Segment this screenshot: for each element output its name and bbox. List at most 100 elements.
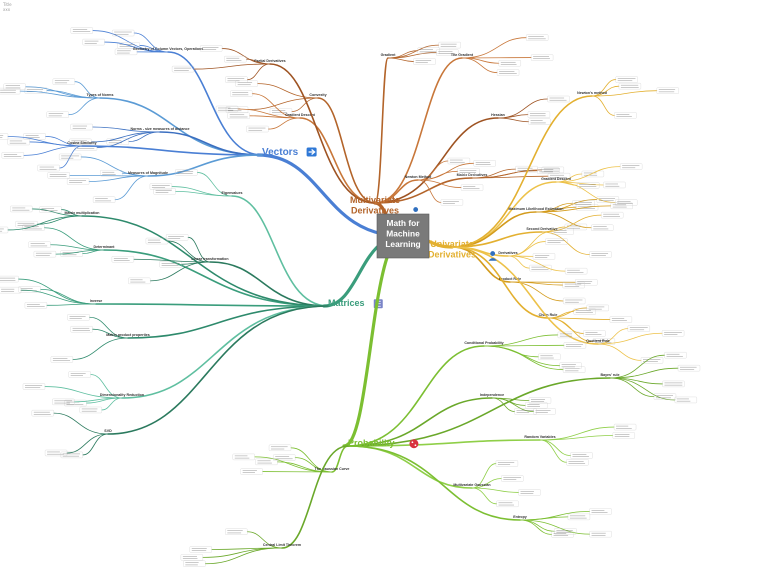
leaf-node bbox=[447, 157, 471, 165]
leaf-branch bbox=[597, 343, 642, 361]
sub-topic-label: Geometry of Column Vectors, Operations bbox=[133, 47, 204, 51]
corner-label-line: Title bbox=[3, 2, 12, 7]
sub-branch-multivariate bbox=[374, 57, 463, 204]
leaf-node bbox=[530, 54, 554, 61]
leaf-branch bbox=[609, 354, 665, 379]
leaf-branch bbox=[539, 439, 567, 463]
sub-branch-vectors bbox=[147, 154, 263, 177]
branch-probability: Conditional ProbabilityIndependenceRando… bbox=[180, 234, 701, 567]
leaf-branch bbox=[535, 205, 612, 213]
leaf-branch bbox=[535, 202, 573, 213]
sub-topic-label: Measures of Magnitude bbox=[128, 171, 168, 175]
leaf-branch bbox=[471, 168, 516, 179]
sub-topic-label: Maximum Likelihood Estimation bbox=[509, 207, 564, 211]
leaf-node bbox=[153, 188, 176, 195]
leaf-branch bbox=[417, 162, 475, 181]
leaf-node bbox=[3, 83, 26, 90]
leaf-node bbox=[128, 277, 151, 285]
leaf-node bbox=[60, 250, 83, 257]
sub-topic-label: Chain Rule bbox=[539, 313, 558, 317]
sub-topic-label: Determinant bbox=[94, 245, 116, 249]
leaf-node bbox=[596, 196, 619, 203]
leaf-node bbox=[235, 80, 258, 87]
leaf-node bbox=[145, 237, 169, 245]
leaf-node bbox=[677, 365, 701, 372]
person-icon bbox=[488, 251, 497, 261]
leaf-node bbox=[613, 423, 637, 431]
leaf-branch bbox=[547, 317, 584, 334]
leaf-branch bbox=[104, 41, 169, 53]
leaf-node bbox=[68, 371, 91, 378]
person-icon-head bbox=[490, 251, 496, 256]
leaf-branch bbox=[25, 86, 101, 99]
leaf-node bbox=[528, 118, 551, 125]
sub-topic-label: Norms - size measures of distance bbox=[130, 127, 189, 131]
leaf-node bbox=[117, 42, 140, 49]
dice-icon bbox=[409, 439, 419, 449]
leaf-node bbox=[518, 489, 541, 496]
leaf-node bbox=[166, 234, 189, 241]
leaf-branch bbox=[82, 433, 109, 456]
sub-branch-univariate bbox=[451, 231, 543, 248]
leaf-branch bbox=[597, 332, 663, 345]
branch-label-line: Derivatives bbox=[351, 206, 399, 216]
sub-branch-probability bbox=[347, 445, 521, 521]
leaf-node bbox=[149, 183, 173, 190]
sub-topic-label: Partial Derivatives bbox=[254, 59, 285, 63]
sub-branch-univariate bbox=[451, 246, 599, 345]
leaf-node bbox=[0, 87, 21, 95]
leaf-node bbox=[551, 531, 574, 538]
leaf-node bbox=[551, 228, 574, 235]
sub-topic-label: Gradient Descent bbox=[285, 113, 316, 117]
leaf-branch bbox=[519, 519, 590, 535]
sub-topic-label: Matrix multiplication bbox=[65, 211, 100, 215]
sub-branch-multivariate bbox=[317, 97, 376, 204]
sub-topic-label: SVD bbox=[104, 429, 112, 433]
leaf-node bbox=[615, 76, 638, 83]
sub-branch-multivariate bbox=[299, 117, 376, 204]
leaf-branch bbox=[29, 141, 83, 147]
sub-branch-matrices bbox=[209, 261, 329, 307]
leaf-node bbox=[457, 168, 480, 175]
leaf-node bbox=[180, 554, 204, 561]
leaf-branch bbox=[387, 57, 414, 62]
sub-topic-label: Gradient Descent bbox=[541, 177, 572, 181]
leaf-node bbox=[18, 286, 41, 293]
leaf-node bbox=[0, 286, 22, 294]
leaf-branch bbox=[133, 258, 211, 263]
corner-label: Title xxx bbox=[3, 2, 12, 12]
leaf-branch bbox=[609, 377, 663, 385]
leaf-node bbox=[528, 397, 552, 404]
leaf-node bbox=[601, 211, 624, 219]
leaf-node bbox=[183, 560, 206, 567]
leaf-branch bbox=[417, 160, 449, 181]
leaf-node bbox=[268, 444, 292, 451]
leaf-node bbox=[610, 202, 633, 210]
dice-icon-bg bbox=[409, 439, 419, 449]
leaf-branch bbox=[471, 175, 549, 179]
leaf-node bbox=[70, 123, 93, 131]
leaf-branch bbox=[417, 179, 442, 203]
leaf-branch bbox=[249, 115, 301, 119]
sub-topic-label: Matrix product properties bbox=[106, 333, 150, 337]
sub-branch-univariate bbox=[451, 246, 549, 319]
leaf-branch bbox=[69, 174, 149, 177]
leaf-branch bbox=[547, 317, 611, 320]
leaf-node bbox=[618, 83, 642, 90]
leaf-branch bbox=[541, 231, 590, 255]
sub-topic-label: Central Limit Theorem bbox=[263, 543, 301, 547]
leaf-branch bbox=[247, 63, 271, 81]
branch-label-line: Multivariate bbox=[350, 195, 400, 205]
leaf-branch bbox=[497, 117, 529, 123]
leaf-node bbox=[112, 29, 135, 37]
leaf-node bbox=[199, 45, 223, 52]
sub-topic-label: Gradient bbox=[381, 53, 397, 57]
leaf-branch bbox=[535, 211, 592, 229]
sub-branch-vectors bbox=[81, 145, 263, 156]
leaf-branch bbox=[507, 255, 566, 272]
center-node-label-line: Learning bbox=[385, 239, 420, 249]
leaf-node bbox=[79, 406, 102, 414]
leaf-node bbox=[230, 90, 253, 97]
